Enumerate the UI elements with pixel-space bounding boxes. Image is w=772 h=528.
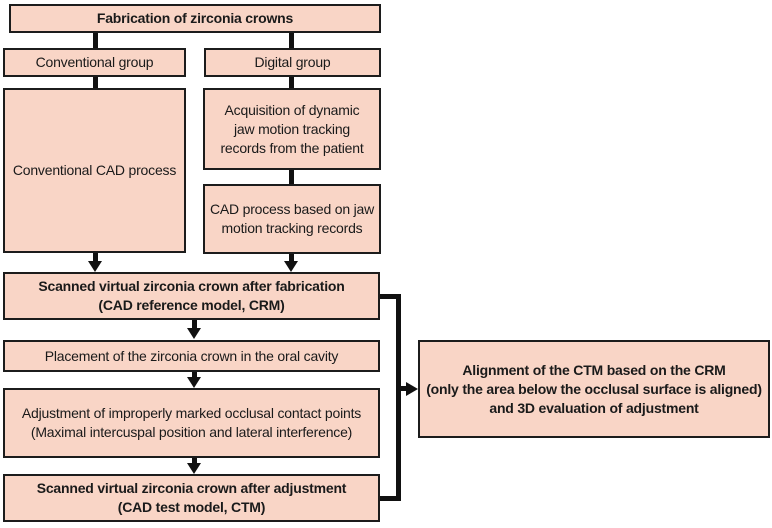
- arrow-conventional-cad-to-crm-head: [88, 261, 102, 272]
- connector-fabrication-to-conventional-group: [93, 33, 98, 48]
- box-adjustment: Adjustment of improperly marked occlusal…: [3, 388, 380, 458]
- box-cad-jaw-motion-line2: motion tracking records: [221, 220, 363, 236]
- box-fabrication-text: Fabrication of zirconia crowns: [96, 10, 294, 26]
- arrow-adjustment-to-ctm-stem: [192, 458, 197, 464]
- arrow-cad-jaw-to-crm-stem: [289, 254, 294, 262]
- arrow-bracket-to-alignment-stem: [399, 386, 407, 391]
- box-placement-text: Placement of the zirconia crown in the o…: [44, 347, 339, 364]
- box-adjustment-line2: (Maximal intercuspal position and latera…: [30, 424, 353, 440]
- bracket-top-stub: [380, 294, 401, 299]
- box-digital-group: Digital group: [204, 48, 381, 77]
- arrow-crm-to-placement-head: [187, 328, 201, 339]
- box-conventional-group: Conventional group: [3, 48, 186, 77]
- box-conventional-group-text: Conventional group: [35, 54, 154, 70]
- box-alignment-line2: (only the area below the occlusal surfac…: [426, 380, 762, 397]
- box-adjustment-line1: Adjustment of improperly marked occlusal…: [21, 405, 362, 421]
- box-alignment: Alignment of the CTM based on the CRM (o…: [418, 340, 770, 438]
- box-cad-jaw-motion: CAD process based on jaw motion tracking…: [203, 184, 381, 254]
- arrow-placement-to-adjustment-stem: [192, 372, 197, 378]
- bracket-bottom-stub: [380, 496, 401, 501]
- arrow-adjustment-to-ctm-head: [187, 463, 201, 474]
- box-acquisition: Acquisition of dynamic jaw motion tracki…: [203, 88, 381, 170]
- arrow-conventional-cad-to-crm-stem: [93, 253, 98, 262]
- box-ctm: Scanned virtual zirconia crown after adj…: [3, 474, 380, 522]
- arrow-cad-jaw-to-crm-head: [284, 261, 298, 272]
- arrow-crm-to-placement-stem: [192, 320, 197, 329]
- bracket-vertical: [396, 294, 401, 501]
- box-acquisition-line2: jaw motion tracking: [233, 120, 351, 137]
- box-fabrication: Fabrication of zirconia crowns: [9, 4, 381, 33]
- connector-digital-group-to-acquisition: [289, 77, 294, 88]
- box-placement: Placement of the zirconia crown in the o…: [3, 340, 380, 372]
- box-crm-line2: (CAD reference model, CRM): [98, 297, 285, 313]
- connector-acquisition-to-cad-jaw: [289, 170, 294, 184]
- box-alignment-line1: Alignment of the CTM based on the CRM: [462, 361, 726, 378]
- box-cad-jaw-motion-line1: CAD process based on jaw: [209, 201, 375, 217]
- box-conventional-cad-text: Conventional CAD process: [12, 162, 177, 178]
- connector-conventional-group-to-cad: [93, 77, 98, 88]
- arrow-placement-to-adjustment-head: [187, 377, 201, 388]
- box-acquisition-line3: records from the patient: [220, 139, 364, 156]
- box-conventional-cad: Conventional CAD process: [3, 88, 186, 253]
- box-acquisition-line1: Acquisition of dynamic: [224, 101, 360, 118]
- box-crm: Scanned virtual zirconia crown after fab…: [3, 272, 380, 320]
- arrow-bracket-to-alignment-head: [406, 382, 418, 396]
- box-ctm-line2: (CAD test model, CTM): [117, 499, 266, 515]
- box-ctm-line1: Scanned virtual zirconia crown after adj…: [36, 480, 347, 496]
- box-alignment-line3: and 3D evaluation of adjustment: [489, 399, 699, 416]
- box-digital-group-text: Digital group: [254, 54, 331, 70]
- connector-fabrication-to-digital-group: [289, 33, 294, 48]
- box-crm-line1: Scanned virtual zirconia crown after fab…: [38, 278, 345, 294]
